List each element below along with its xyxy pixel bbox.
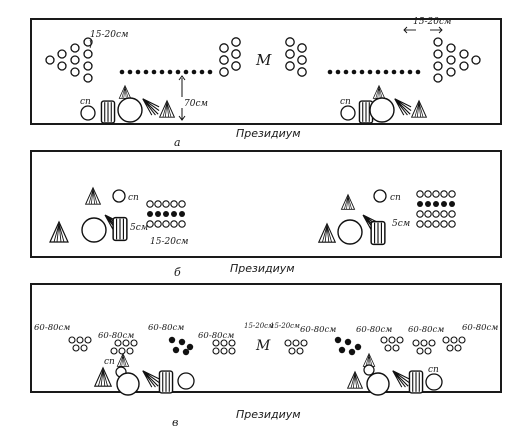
instruments-right-v: сп [347, 353, 443, 396]
panel-a-frame [30, 18, 502, 125]
instruments-left-v [94, 353, 195, 396]
dist-v-1: 60-80см [34, 323, 70, 333]
instruments-left-a: сп [80, 85, 175, 124]
center-label-a: М [255, 51, 272, 69]
dist-b-rows: 15-20см [150, 237, 188, 247]
sp-label-b-right: сп [390, 193, 401, 203]
panel-b-frame [30, 150, 502, 258]
chorus-group-right [433, 37, 481, 83]
dist-v-3: 60-80см [148, 323, 184, 333]
instruments-right-a: сп [340, 85, 427, 124]
dist-v-5: 15-20см [244, 322, 274, 330]
panel-b-content: сп 5см 15-20см сп 5см [49, 187, 456, 247]
dist-a-top-right: 15-20см [413, 17, 451, 27]
clusters-filled [168, 336, 362, 356]
dot-row-left [119, 69, 213, 75]
dist-v-4: 60-80см [198, 331, 234, 341]
caption-v: Президиум [236, 408, 301, 421]
caption-b: Президиум [230, 262, 295, 275]
dist-v-8: 60-80см [356, 325, 392, 335]
dist-a-top-left: 15-20см [90, 30, 128, 40]
dist-b-small-right: 5см [392, 219, 410, 229]
dist-b-small-left: 5см [130, 223, 148, 233]
center-group-a [219, 37, 307, 77]
chorus-group-left [45, 37, 93, 83]
instruments-left-b: сп 5см 15-20см [49, 187, 188, 247]
caption-a: Президиум [236, 127, 301, 140]
sp-label-a-right: сп [340, 97, 351, 107]
instruments-right-b: сп 5см [318, 189, 456, 246]
dist-v-9: 60-80см [408, 325, 444, 335]
center-label-v: М [255, 338, 271, 354]
dist-v-2: 60-80см [98, 331, 134, 341]
dist-v-10: 60-80см [462, 323, 498, 333]
letter-v: в [172, 416, 179, 429]
dot-row-right [327, 69, 421, 75]
dist-a-vertical: 70см [184, 99, 208, 109]
dist-v-7: 60-80см [300, 325, 336, 335]
letter-b: б [174, 266, 181, 279]
panel-v-frame [30, 283, 502, 393]
sp-label-a-left: сп [80, 97, 91, 107]
sp-label-v-right: сп [428, 365, 439, 375]
clusters-open [68, 336, 466, 355]
sp-label-v-left: сп [104, 357, 115, 367]
sp-label-b-left: сп [128, 193, 139, 203]
dist-v-6: 15-20см [270, 322, 300, 330]
panel-v-content: 60-80см 60-80см 60-80см 60-80см 15-20см … [34, 322, 498, 396]
panel-a-content: 15-20см 70см М [45, 17, 481, 124]
letter-a: а [174, 136, 181, 149]
